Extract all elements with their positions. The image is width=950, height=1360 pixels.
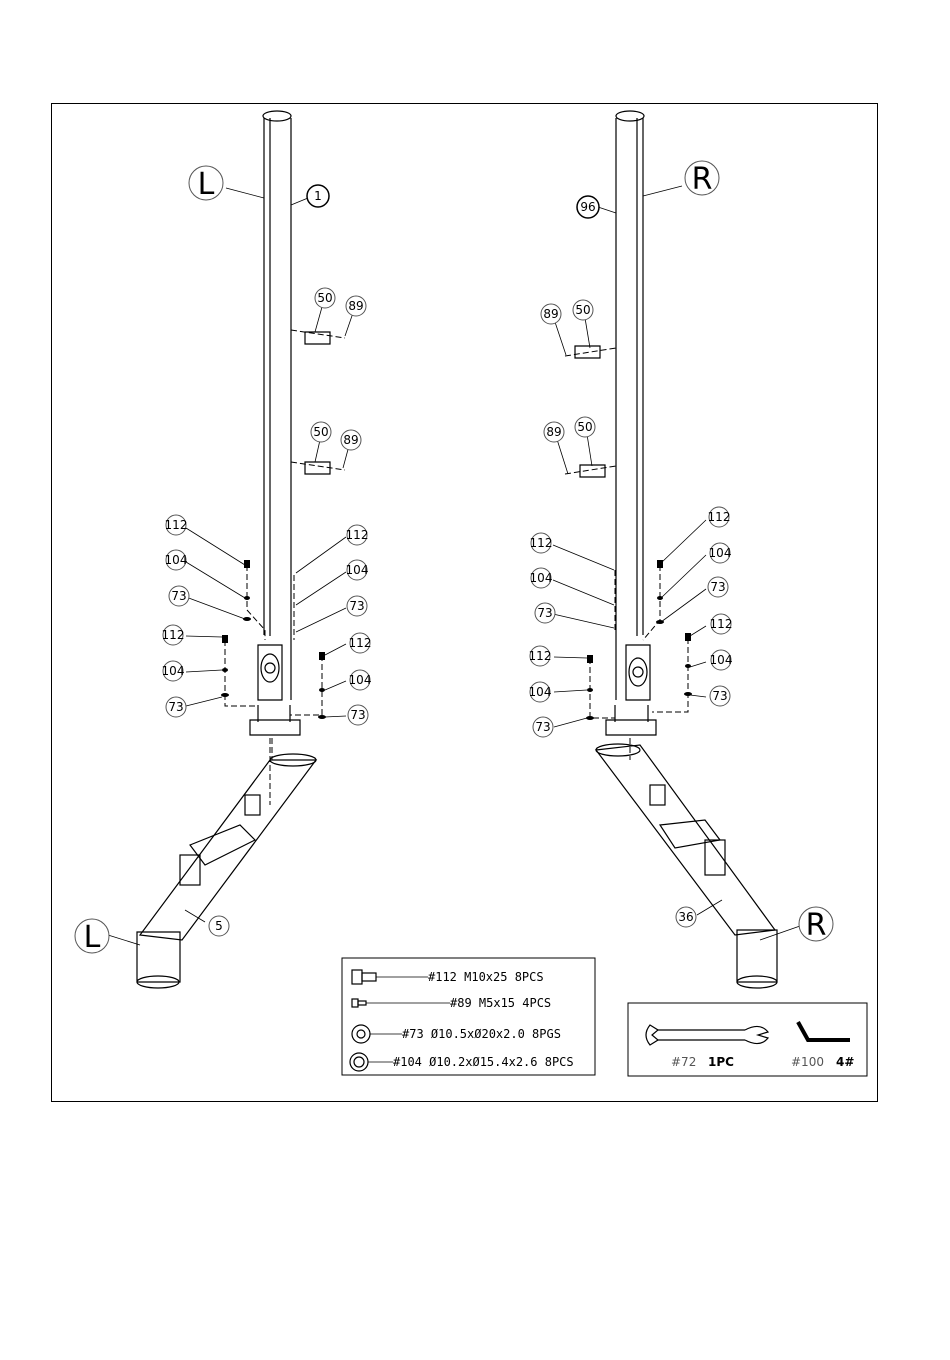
part-73-label: 73 (349, 599, 364, 613)
part-73-label: 73 (350, 708, 365, 722)
hex-key-number: #100 (791, 1055, 824, 1069)
part-104-label: 104 (529, 685, 552, 699)
part-112-label: 112 (165, 518, 188, 532)
part-112-label: 112 (349, 636, 372, 650)
part-50-label: 50 (317, 291, 332, 305)
part-112-label: 112 (162, 628, 185, 642)
part-73-label: 73 (710, 580, 725, 594)
part-89-label: 89 (543, 307, 558, 321)
part-50-label: 50 (313, 425, 328, 439)
part-104-label: 104 (709, 546, 732, 560)
hardware-row-3: #73 Ø10.5xØ20x2.0 8PGS (402, 1027, 561, 1041)
part-73-label: 73 (712, 689, 727, 703)
part-50-label: 50 (575, 303, 590, 317)
part-36-label: 36 (678, 910, 693, 924)
part-112-label: 112 (529, 649, 552, 663)
right-base-side-label: R (806, 908, 827, 943)
hardware-box: #112 M10x25 8PCS #89 M5x15 4PCS #73 Ø10.… (342, 958, 595, 1075)
left-base-side-label: L (84, 920, 101, 955)
part-96-label: 96 (580, 200, 595, 214)
hex-key-size: 4# (836, 1055, 854, 1069)
part-1-label: 1 (314, 189, 322, 203)
part-104-label: 104 (162, 664, 185, 678)
part-73-label: 73 (537, 606, 552, 620)
leader-lines (108, 186, 800, 945)
left-side-label: L (198, 167, 215, 202)
part-89-label: 89 (343, 433, 358, 447)
callouts: L L R R 1 96 50 89 50 89 (75, 161, 833, 955)
right-side-label: R (692, 162, 713, 197)
part-89-label: 89 (546, 425, 561, 439)
part-112-label: 112 (708, 510, 731, 524)
part-112-label: 112 (346, 528, 369, 542)
part-112-label: 112 (530, 536, 553, 550)
tools-box: #72 1PC #100 4# (628, 1003, 867, 1076)
hardware-row-2: #89 M5x15 4PCS (450, 996, 551, 1010)
part-112-label: 112 (710, 617, 733, 631)
part-73-label: 73 (171, 589, 186, 603)
part-104-label: 104 (530, 571, 553, 585)
part-73-label: 73 (535, 720, 550, 734)
part-104-label: 104 (165, 553, 188, 567)
part-104-label: 104 (346, 563, 369, 577)
part-5-label: 5 (215, 919, 223, 933)
hardware-row-4: #104 Ø10.2xØ15.4x2.6 8PCS (393, 1055, 574, 1069)
wrench-number: #72 (671, 1055, 696, 1069)
hardware-row-1: #112 M10x25 8PCS (428, 970, 544, 984)
part-104-label: 104 (349, 673, 372, 687)
left-upright (137, 111, 345, 988)
wrench-quantity: 1PC (708, 1055, 734, 1069)
part-104-label: 104 (710, 653, 733, 667)
part-73-label: 73 (168, 700, 183, 714)
part-50-label: 50 (577, 420, 592, 434)
part-89-label: 89 (348, 299, 363, 313)
right-upright (565, 111, 777, 988)
